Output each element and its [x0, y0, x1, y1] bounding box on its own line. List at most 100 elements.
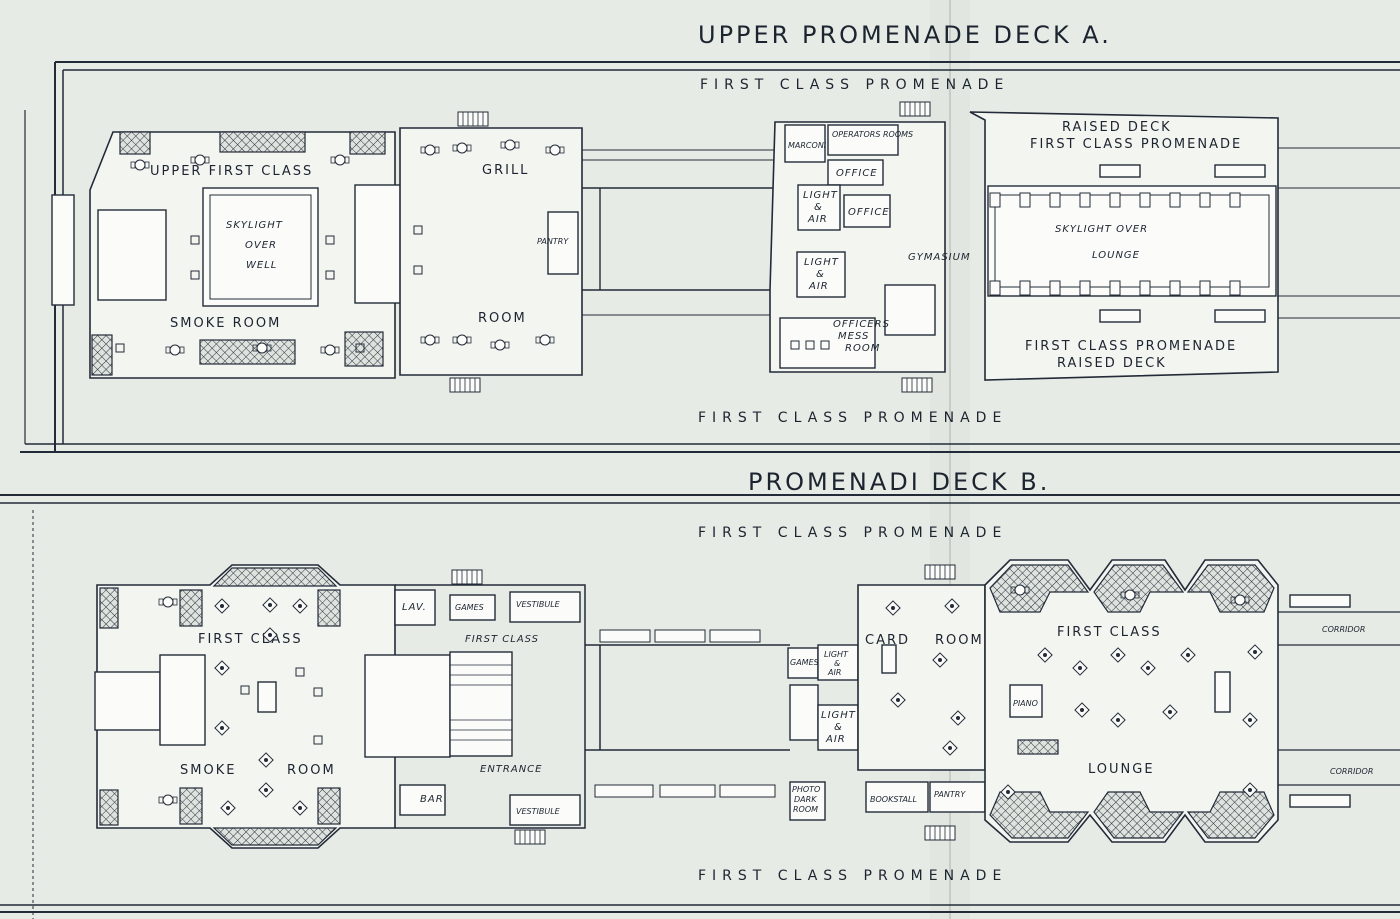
deck-a-hatch-5	[199, 339, 296, 365]
deck-b-smoke-room-label: ROOM	[287, 763, 336, 778]
deck-b-games-2	[787, 647, 819, 679]
deck-b-vestibule-bottom-label: VESTIBULE	[516, 807, 561, 816]
deck-b-lounge-hatch-mid	[1017, 739, 1059, 755]
deck-a-skylight-label-3: WELL	[246, 260, 277, 271]
deck-b-entrance-outline	[395, 584, 586, 829]
deck-a-pantry-label: PANTRY	[537, 237, 569, 246]
deck-b-light-air-2a: LIGHT	[821, 710, 856, 721]
deck-a-hatch-1	[119, 131, 151, 155]
deck-a-smoke-room-label: SMOKE ROOM	[170, 316, 281, 331]
deck-a-light-air-1	[797, 184, 841, 231]
deck-b-hatch-7	[212, 827, 338, 846]
deck-b-promenade-bottom: FIRST CLASS PROMENADE	[698, 868, 1007, 884]
deck-a-pantry	[547, 211, 579, 275]
deck-b-corridor-top: CORRIDOR	[1322, 625, 1365, 634]
deck-b-light-air-2	[817, 704, 859, 751]
deck-b-lounge-hatch-bot-2	[1093, 791, 1185, 839]
deck-a-stairwell-a	[97, 209, 167, 301]
deck-a-skylight-label-1: SKYLIGHT	[226, 220, 283, 231]
deck-a-light-air-1b: &	[814, 202, 823, 213]
deck-b-card-room-outline	[857, 584, 986, 771]
deck-b-lav-label: LAV.	[402, 602, 427, 613]
deck-a-skylight-lights	[989, 192, 1241, 296]
deck-b-connecting-walk	[585, 644, 790, 751]
deck-a-lounge-sky-2: LOUNGE	[1092, 250, 1140, 261]
deck-a-office-2	[843, 194, 891, 228]
deck-a-skylight-well	[202, 187, 319, 307]
deck-b-elevator-block	[364, 654, 451, 758]
deck-b-photo-3: ROOM	[793, 805, 818, 814]
deck-b-light-air-2c: AIR	[825, 734, 846, 745]
deck-a-officers-2: MESS	[838, 331, 869, 342]
deck-b-stair-fwd	[789, 684, 819, 741]
deck-b-hatch-3	[212, 567, 338, 587]
deck-a-raised-top-1: RAISED DECK	[1062, 120, 1172, 135]
deck-a-skylight-inner	[209, 194, 312, 300]
deck-b-lounge-first-class: FIRST CLASS	[1057, 625, 1162, 640]
deck-a-light-air-2c: AIR	[808, 281, 829, 292]
deck-b-bar	[399, 784, 446, 816]
deck-a-gym-equipment	[884, 284, 936, 336]
deck-b-photo-1: PHOTO	[792, 785, 820, 794]
deck-a-smoke-room-upper-label: UPPER FIRST CLASS	[150, 164, 313, 179]
deck-b-light-air-1c: AIR	[827, 668, 841, 677]
deck-a-lounge-sky-1: SKYLIGHT OVER	[1055, 224, 1148, 235]
deck-b-lav	[394, 589, 436, 626]
deck-a-office-2-label: OFFICE	[848, 207, 890, 218]
deck-b-pantry-label: PANTRY	[934, 790, 966, 799]
deck-b-hatch-6	[179, 787, 203, 825]
deck-b-corridor-bottom: CORRIDOR	[1330, 767, 1373, 776]
deck-a-promenade-bottom: FIRST CLASS PROMENADE	[698, 410, 1007, 426]
deck-b-entrance-label: ENTRANCE	[480, 764, 542, 775]
deck-a-gymnasium-label: GYMASIUM	[908, 252, 971, 263]
deck-b-bookstall	[865, 781, 929, 813]
deck-b-lounge-hatch-bot-3	[1186, 791, 1275, 839]
deck-b-deck-benches	[594, 629, 776, 798]
deck-b-stair-b	[159, 654, 206, 746]
deck-a-connecting-walk	[582, 187, 775, 291]
deck-b-hatch-5	[99, 789, 119, 826]
deck-a-title: UPPER PROMENADE DECK A.	[698, 21, 1112, 49]
deck-a-hatch-3	[349, 131, 386, 155]
deck-a-grill-label: GRILL	[482, 163, 529, 178]
deck-b-lounge-hatch-top-2	[1093, 564, 1185, 613]
deck-a-officers-1: OFFICERS	[833, 319, 890, 330]
deck-b-hatch-1	[99, 587, 119, 629]
deck-b-staircase-treads	[450, 664, 512, 741]
deck-b-piano	[1009, 684, 1043, 718]
deck-b-card-label: CARD	[865, 633, 910, 648]
deck-a-marconi-label: MARCONI ROOM	[788, 141, 854, 150]
deck-b-promenade-top: FIRST CLASS PROMENADE	[698, 525, 1007, 541]
deck-b-lounge-sideboard	[1214, 671, 1231, 713]
deck-a-skylight-over-lounge	[987, 185, 1277, 297]
deck-a-stern-stub	[51, 194, 75, 306]
deck-b-card-sideboard	[881, 644, 897, 674]
deck-a-light-air-2a: LIGHT	[804, 257, 839, 268]
deck-a-light-air-2b: &	[816, 269, 825, 280]
deck-b-lounge-label: LOUNGE	[1088, 762, 1155, 777]
deck-b-lounge-hatch-top-3	[1186, 564, 1275, 613]
deck-a-operators-label: OPERATORS ROOMS	[832, 130, 913, 139]
deck-a-officers-3: ROOM	[845, 343, 880, 354]
deck-a-skylight-inner	[994, 194, 1270, 288]
deck-b-smoke-first-class: FIRST CLASS	[198, 632, 303, 647]
deck-b-games-label: GAMES	[455, 603, 484, 612]
deck-b-light-air-1	[817, 644, 859, 681]
deck-a-office-1-label: OFFICE	[836, 168, 878, 179]
deck-b-smoke-label: SMOKE	[180, 763, 236, 778]
deck-a-marconi-room	[784, 124, 826, 163]
deck-a-hatch-4	[91, 334, 113, 376]
deck-a-raised-bot-2: RAISED DECK	[1057, 356, 1167, 371]
deck-b-bar-label: BAR	[420, 794, 444, 805]
deck-a-skylight-label-2: OVER	[245, 240, 277, 251]
deck-b-light-air-1a: LIGHT	[824, 650, 849, 659]
deck-b-games	[449, 594, 496, 621]
deck-b-title: PROMENADI DECK B.	[748, 468, 1050, 496]
deck-a-promenade-top: FIRST CLASS PROMENADE	[700, 77, 1009, 93]
deck-b-light-air-2b: &	[834, 722, 843, 733]
deck-b-smoke-settee	[257, 681, 277, 713]
deck-b-first-class-entrance: FIRST CLASS	[465, 634, 539, 645]
deck-b-vestibule-top-label: VESTIBULE	[516, 600, 561, 609]
deck-b-lounge-outline	[984, 559, 1279, 843]
